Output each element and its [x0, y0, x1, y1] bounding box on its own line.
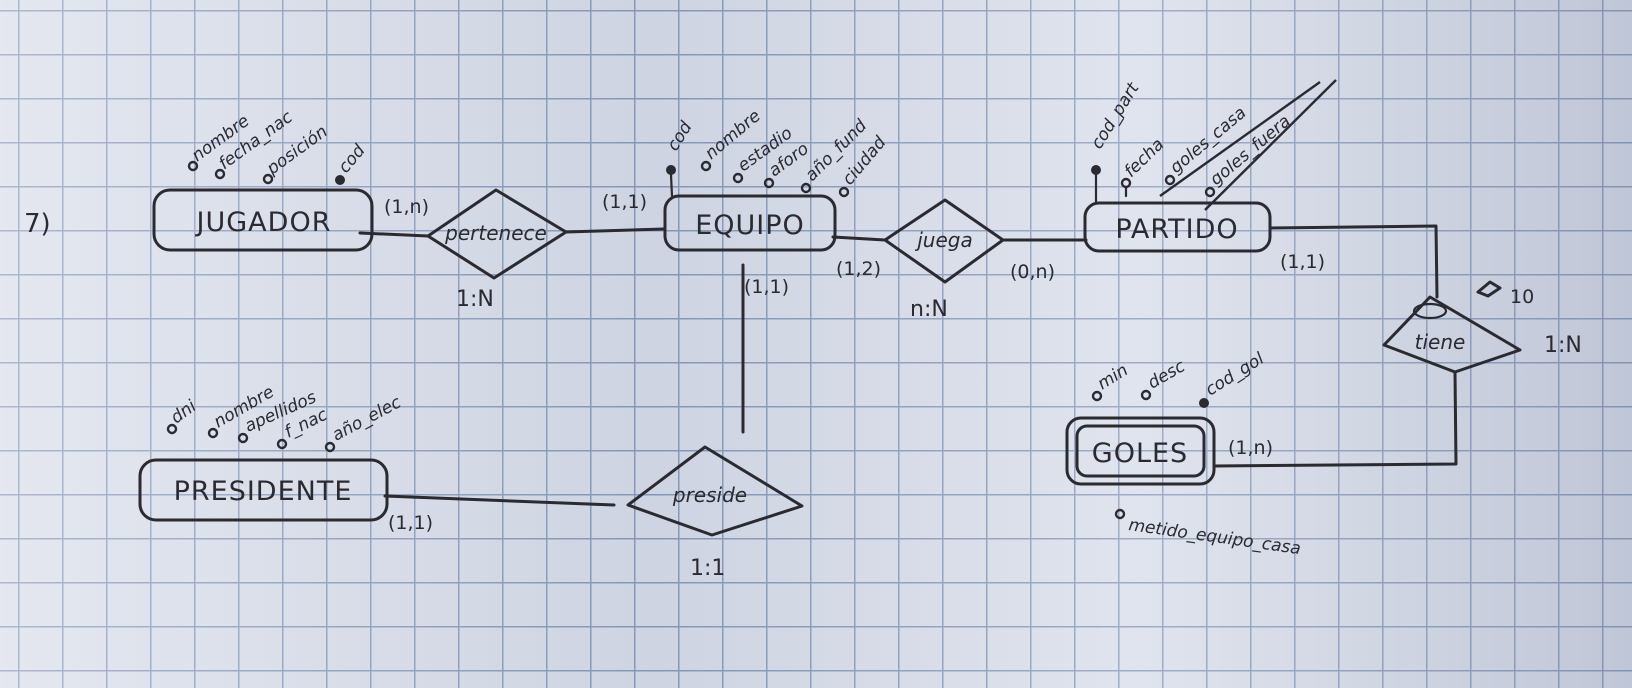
attr-dot	[1091, 390, 1103, 402]
entity-goles-label: GOLES	[1092, 438, 1188, 469]
attr-dot	[207, 427, 219, 439]
ratio-preside: 1:1	[690, 556, 725, 581]
ratio-pertenece: 1:N	[456, 287, 494, 312]
card-partido-tiene: (1,1)	[1280, 251, 1325, 273]
relationship-juega-diamond	[883, 198, 1005, 284]
attr-partido-fecha: fecha	[1121, 135, 1169, 182]
card-goles-tiene: (1,n)	[1228, 437, 1273, 459]
entity-goles-weak: GOLES	[1065, 416, 1216, 486]
line-jugador-pertenece	[358, 231, 430, 238]
attr-goles-metido-equipo-casa: metido_equipo_casa	[1127, 515, 1302, 559]
entity-goles-inner-box	[1075, 424, 1206, 478]
line-equipo-juega	[831, 235, 887, 242]
entity-presidente: PRESIDENTE	[138, 458, 389, 522]
attributes-equipo: cod nombre estadio aforo año_fund ciudad	[663, 106, 891, 198]
attr-dot	[1120, 177, 1132, 189]
attr-dot	[1164, 174, 1176, 186]
relationship-pertenece-label: pertenece	[444, 221, 547, 245]
relationship-juega-label: juega	[914, 228, 973, 252]
entity-jugador: JUGADOR	[152, 188, 374, 252]
attr-presidente-ano-elec: año_elec	[329, 392, 405, 445]
attr-goles-cod-gol: cod_gol	[1202, 349, 1268, 401]
attr-goles-desc: desc	[1145, 356, 1190, 393]
attr-key-dot	[1091, 165, 1101, 175]
line-pertenece-equipo	[564, 227, 666, 234]
card-equipo-juega: (1,2)	[836, 258, 881, 280]
entity-jugador-box	[152, 188, 374, 252]
card-pertenece-equipo: (1,1)	[602, 191, 647, 213]
attr-dot	[838, 186, 850, 198]
card-juega-partido: (0,n)	[1010, 261, 1055, 283]
attributes-presidente: dni nombre apellidos f_nac año_elec	[166, 382, 405, 453]
attr-stem	[669, 173, 674, 198]
scribbled-out-mark	[1476, 280, 1502, 298]
attr-dot	[166, 423, 178, 435]
relationship-pertenece-diamond	[426, 188, 568, 280]
relationship-tiene: tiene	[1382, 295, 1522, 374]
attr-goles-min: min	[1094, 360, 1132, 394]
tiene-scribble-mark	[1412, 302, 1448, 320]
attr-jugador-cod: cod	[335, 141, 370, 177]
attr-dot	[700, 160, 712, 172]
card-presidente-preside: (1,1)	[388, 512, 433, 534]
line-tiene-goles	[1212, 370, 1458, 468]
line-presidente-preside	[383, 494, 616, 507]
line-partido-tiene	[1268, 224, 1439, 299]
entity-partido-box	[1083, 201, 1272, 253]
entity-presidente-box	[138, 458, 389, 522]
attr-dot	[1114, 508, 1126, 520]
attr-dot	[1140, 389, 1152, 401]
attr-presidente-dni: dni	[167, 396, 200, 428]
relationship-tiene-label: tiene	[1415, 330, 1466, 354]
ratio-tiene: 1:N	[1544, 333, 1582, 358]
attr-dot	[763, 177, 775, 189]
entity-jugador-label: JUGADOR	[195, 207, 332, 238]
attributes-partido: cod_part fecha goles_casa goles_fuera	[1087, 78, 1337, 211]
attr-dot	[276, 438, 288, 450]
strike-goles-casa	[1159, 81, 1321, 197]
attr-key-dot	[335, 175, 345, 185]
card-equipo-preside: (1,1)	[744, 276, 789, 298]
card-jugador-pertenece: (1,n)	[384, 196, 429, 218]
attr-dot	[262, 173, 274, 185]
relationship-preside: preside	[626, 445, 804, 537]
attr-dot	[187, 160, 199, 172]
attr-dot	[1204, 186, 1216, 198]
attr-dot	[324, 441, 336, 453]
relationship-preside-diamond	[626, 445, 804, 537]
entity-goles-outer-box	[1065, 416, 1216, 486]
entity-equipo-label: EQUIPO	[695, 210, 805, 241]
attr-key-dot	[666, 165, 676, 175]
entity-equipo: EQUIPO	[663, 194, 837, 252]
strike-goles-fuera	[1204, 79, 1337, 211]
ratio-juega: n:N	[910, 297, 948, 322]
relationship-juega: juega	[883, 198, 1005, 284]
attributes-jugador: nombre fecha_nac posición cod	[187, 107, 370, 185]
attr-dot	[800, 182, 812, 194]
card-tiene-extra: 10	[1510, 286, 1534, 308]
attr-equipo-cod: cod	[663, 118, 696, 155]
relationship-preside-label: preside	[672, 483, 747, 507]
attr-dot	[237, 432, 249, 444]
entity-equipo-box	[663, 194, 837, 252]
attr-dot	[214, 168, 226, 180]
attr-dot	[732, 172, 744, 184]
entity-partido-label: PARTIDO	[1115, 214, 1238, 245]
attr-key-dot	[1199, 398, 1209, 408]
entity-presidente-label: PRESIDENTE	[174, 476, 353, 507]
relationship-pertenece: pertenece	[426, 188, 568, 280]
attr-partido-cod-part: cod_part	[1087, 78, 1144, 152]
entity-partido: PARTIDO	[1083, 201, 1272, 253]
exercise-number: 7)	[24, 209, 51, 239]
